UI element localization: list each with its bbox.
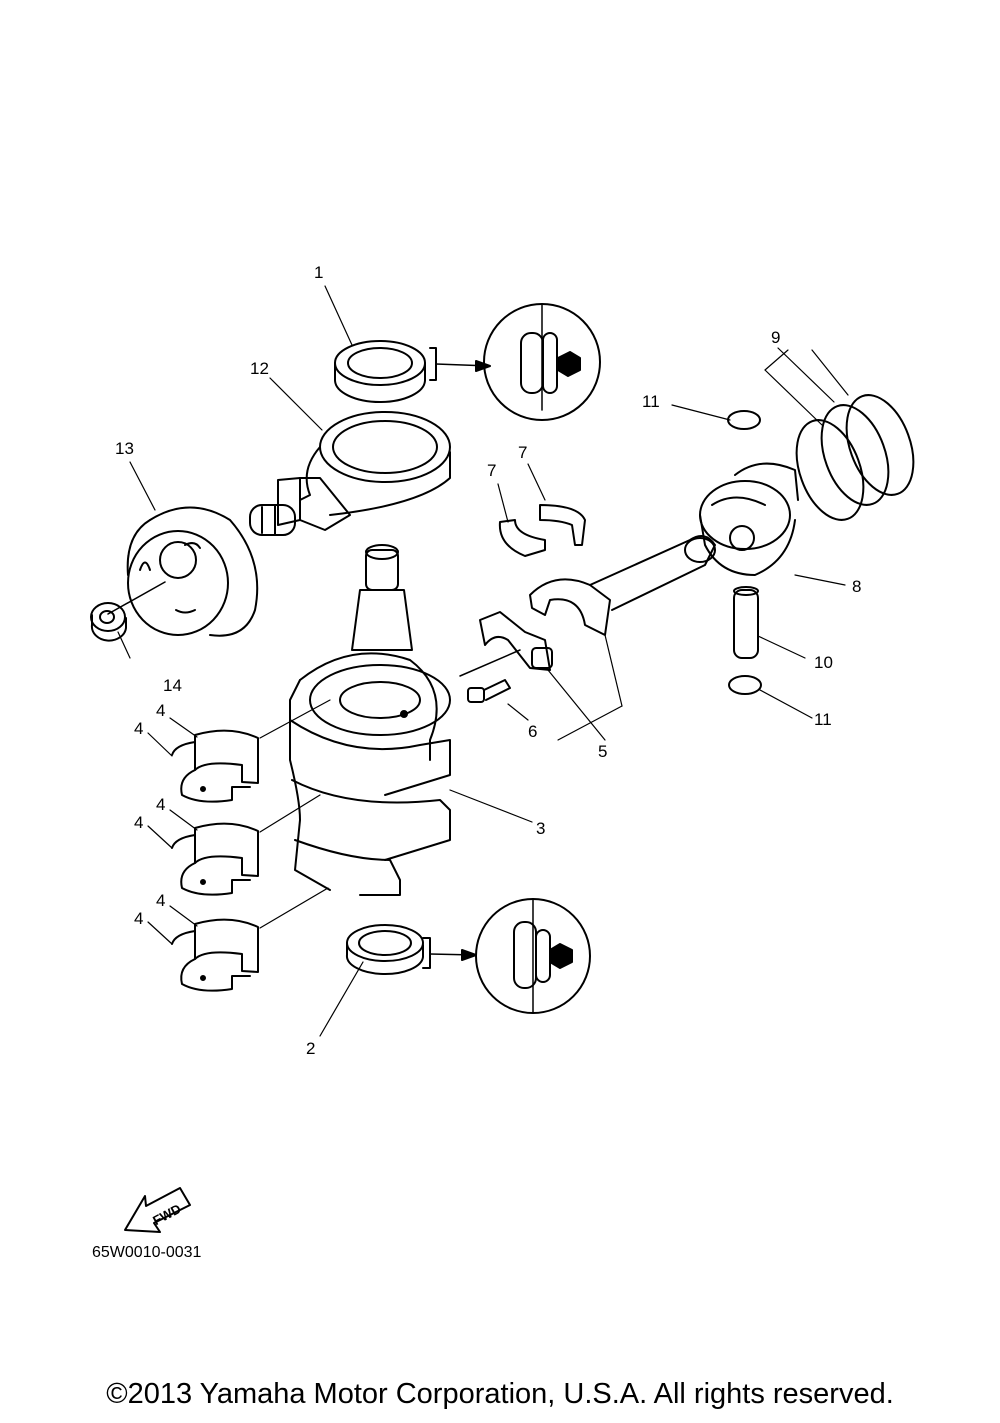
callout-9: 9 xyxy=(771,328,780,347)
main-bearing-1 xyxy=(171,729,259,803)
callout-4-a: 4 xyxy=(156,701,165,720)
main-bearing-2 xyxy=(171,822,259,896)
callout-4-f: 4 xyxy=(134,909,143,928)
grease-apply-symbol-upper xyxy=(483,303,601,421)
crankshaft xyxy=(289,544,451,896)
grease-apply-symbol-lower xyxy=(475,898,591,1014)
callout-1: 1 xyxy=(314,263,323,282)
oil-seal-upper xyxy=(334,340,491,403)
callout-11-upper: 11 xyxy=(642,392,660,411)
callout-7-right: 7 xyxy=(518,443,527,462)
callout-14: 14 xyxy=(163,676,182,695)
copyright-notice: ©2013 Yamaha Motor Corporation, U.S.A. A… xyxy=(106,1378,894,1410)
piston-pin xyxy=(733,586,759,659)
callout-2: 2 xyxy=(306,1039,315,1058)
oil-seal-lower xyxy=(345,924,477,975)
collar xyxy=(126,506,259,637)
callout-6: 6 xyxy=(528,722,537,741)
callout-10: 10 xyxy=(814,653,833,672)
rod-bearings xyxy=(498,504,586,557)
bearing-housing xyxy=(249,411,451,536)
connecting-rod xyxy=(479,535,716,671)
circlip-lower xyxy=(728,675,762,695)
fwd-label: FWD xyxy=(150,1201,183,1228)
callout-12: 12 xyxy=(250,359,269,378)
fwd-arrow-icon xyxy=(124,1187,191,1233)
callout-4-b: 4 xyxy=(134,719,143,738)
nut xyxy=(90,581,166,642)
callout-3: 3 xyxy=(536,819,545,838)
leader-lines xyxy=(117,285,849,1037)
callout-4-d: 4 xyxy=(134,813,143,832)
piston xyxy=(699,462,799,576)
rod-bolt xyxy=(459,649,521,703)
callout-13: 13 xyxy=(115,439,134,458)
callout-5: 5 xyxy=(598,742,607,761)
callout-11-lower: 11 xyxy=(814,710,832,729)
drawing-code: 65W0010-0031 xyxy=(92,1244,202,1261)
callout-7-left: 7 xyxy=(487,461,496,480)
main-bearing-3 xyxy=(171,918,259,992)
callout-4-e: 4 xyxy=(156,891,165,910)
callout-8: 8 xyxy=(852,577,861,596)
circlip-upper xyxy=(727,410,761,430)
piston-rings xyxy=(795,394,915,521)
callout-4-c: 4 xyxy=(156,795,165,814)
